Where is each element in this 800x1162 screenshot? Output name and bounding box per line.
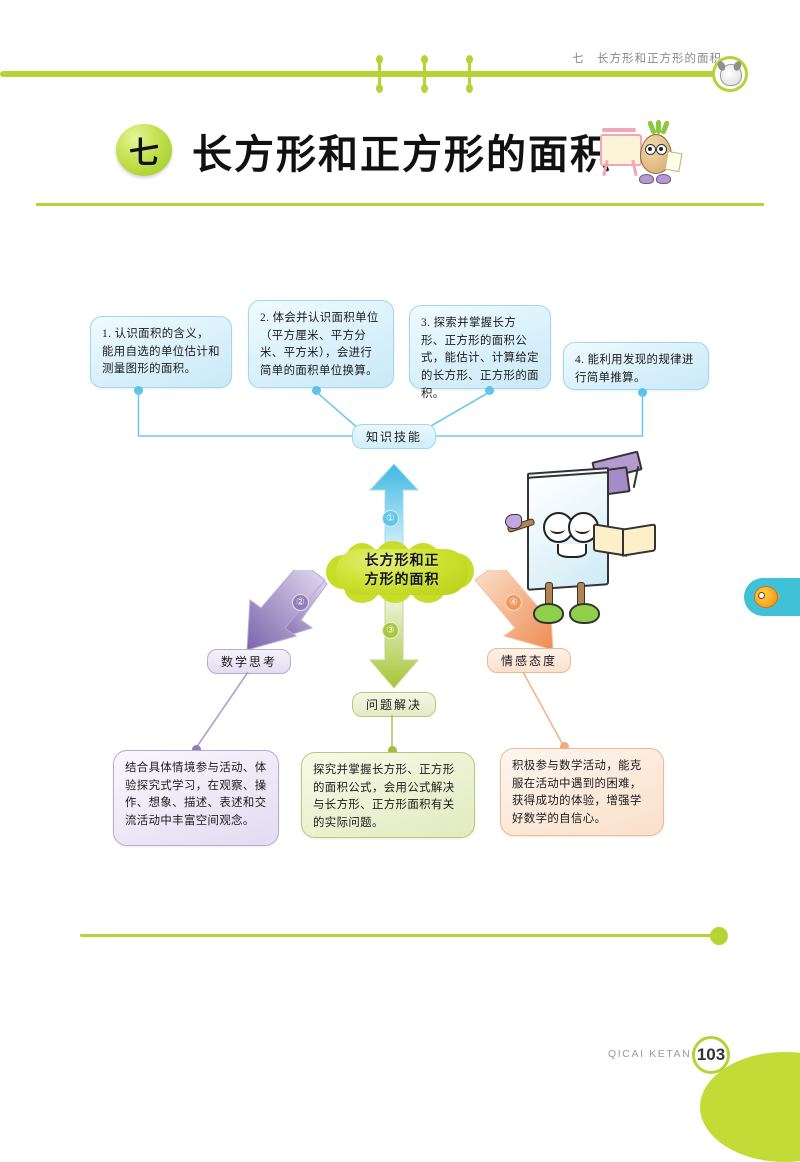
- connector-dot-1: [134, 386, 143, 395]
- leaf-dot-problem-solving: [388, 746, 397, 755]
- book-character-icon: [505, 448, 670, 624]
- header-stitch-2: [421, 55, 428, 93]
- branch-pill-knowledge-skills: 知识技能: [352, 424, 437, 449]
- branch-pill-math-thinking: 数学思考: [207, 649, 292, 674]
- leaf-box-problem-solving: 探究并掌握长方形、正方形的面积公式，会用公式解决与长方形、正方形面积有关的实际问…: [301, 752, 475, 838]
- arrow-1-knowledge-skills: [368, 463, 420, 550]
- chapter-number-glyph: 七: [129, 136, 159, 171]
- center-node-line-2: 方形的面积: [364, 573, 440, 588]
- page-number: 103: [692, 1036, 730, 1074]
- leaf-dot-math-thinking: [192, 745, 201, 754]
- mindmap-center-node: 长方形和正 方形的面积: [326, 541, 478, 603]
- footer-dot: [710, 927, 728, 945]
- header-rule: [0, 71, 730, 77]
- header-stitch-1: [376, 55, 383, 93]
- knowledge-item-2: 2. 体会并认识面积单位（平方厘米、平方分米、平方米），会进行简单的面积单位换算…: [248, 300, 394, 388]
- knowledge-item-4: 4. 能利用发现的规律进行简单推算。: [563, 342, 709, 390]
- side-tab[interactable]: [744, 578, 800, 616]
- knowledge-item-1: 1. 认识面积的含义，能用自选的单位估计和测量图形的面积。: [90, 316, 232, 388]
- leaf-box-math-thinking-text: 结合具体情境参与活动、体验探究式学习，在观察、操作、想象、描述、表述和交流活动中…: [125, 762, 267, 828]
- leaf-box-problem-solving-text: 探究并掌握长方形、正方形的面积公式，会用公式解决与长方形、正方形面积有关的实际问…: [313, 764, 455, 830]
- textbook-page: 七 长方形和正方形的面积 七 长方形和正方形的面积 1. 认识面积的含义，能用自…: [0, 53, 800, 1162]
- knowledge-item-4-text: 4. 能利用发现的规律进行简单推算。: [575, 354, 694, 384]
- leaf-box-math-thinking: 结合具体情境参与活动、体验探究式学习，在观察、操作、想象、描述、表述和交流活动中…: [113, 750, 279, 846]
- branch-pill-emotion-attitude: 情感态度: [487, 648, 572, 673]
- running-head: 七 长方形和正方形的面积: [572, 53, 722, 65]
- connector-dot-2: [312, 386, 321, 395]
- chapter-number-badge: 七: [116, 124, 172, 176]
- leaf-box-emotion-attitude-text: 积极参与数学活动，能克服在活动中遇到的困难，获得成功的体验，增强学好数学的自信心…: [512, 760, 642, 826]
- knowledge-item-2-text: 2. 体会并认识面积单位（平方厘米、平方分米、平方米），会进行简单的面积单位换算…: [260, 312, 379, 378]
- leaf-box-emotion-attitude: 积极参与数学活动，能克服在活动中遇到的困难，获得成功的体验，增强学好数学的自信心…: [500, 748, 664, 836]
- series-label: QICAI KETANG: [608, 1048, 702, 1060]
- center-node-line-1: 长方形和正: [364, 554, 440, 570]
- page-title: 长方形和正方形的面积: [192, 132, 612, 178]
- pineapple-kid-icon: [632, 118, 683, 184]
- header-stitch-3: [466, 55, 473, 93]
- goldfish-icon: [750, 586, 781, 608]
- knowledge-connectors: [137, 391, 644, 437]
- branch-pill-problem-solving: 问题解决: [352, 692, 437, 717]
- arrow-3-problem-solving: [368, 598, 420, 689]
- connector-dot-4: [638, 388, 647, 397]
- footer-divider: [80, 934, 720, 937]
- knowledge-item-3: 3. 探索并掌握长方形、正方形的面积公式，能估计、计算给定的长方形、正方形的面积…: [409, 305, 551, 400]
- title-divider: [36, 203, 764, 206]
- easel-icon: [598, 128, 642, 177]
- dog-mascot-icon: [712, 56, 748, 92]
- leaf-dot-emotion-attitude: [560, 742, 569, 751]
- knowledge-item-1-text: 1. 认识面积的含义，能用自选的单位估计和测量图形的面积。: [102, 328, 220, 376]
- leaf-connectors: [195, 671, 564, 750]
- knowledge-item-3-text: 3. 探索并掌握长方形、正方形的面积公式，能估计、计算给定的长方形、正方形的面积…: [421, 317, 539, 400]
- connector-dot-3: [485, 386, 494, 395]
